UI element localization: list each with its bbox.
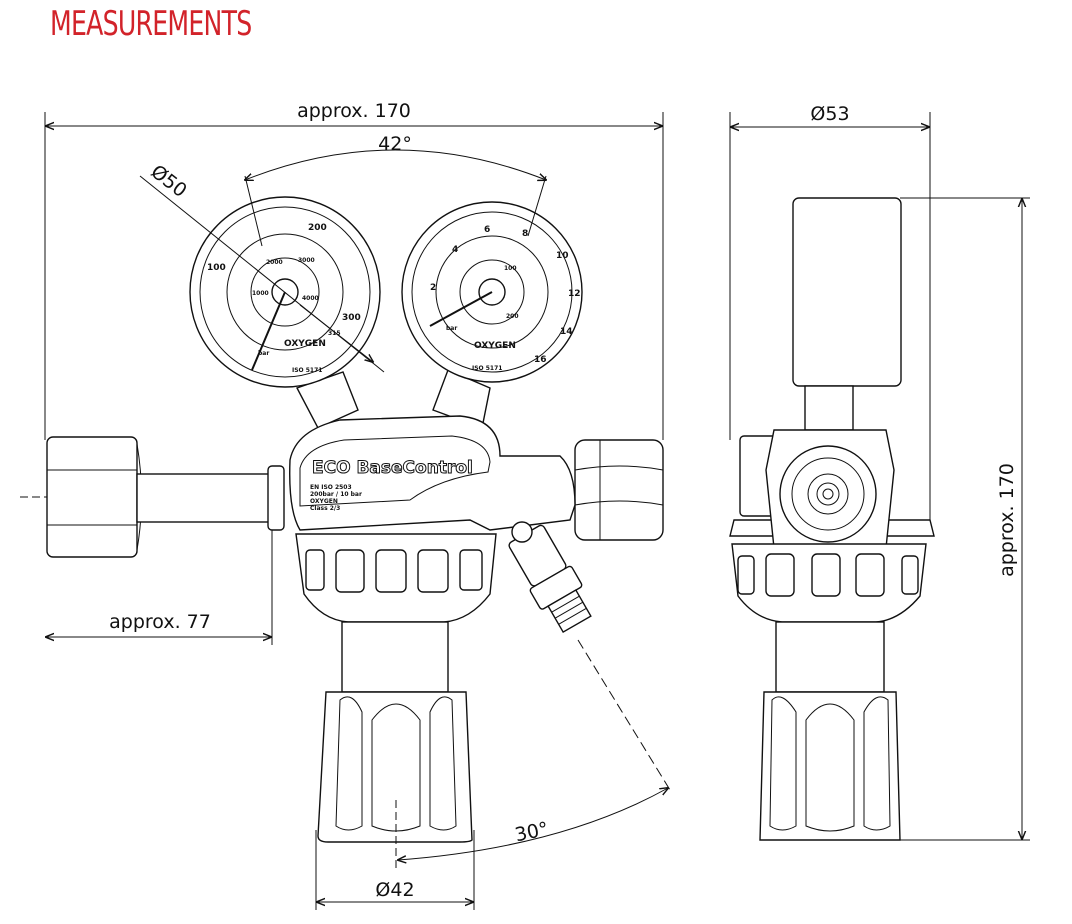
dim-knob-diameter: Ø42 <box>375 879 414 901</box>
right-gauge-inner-100: 100 <box>504 265 517 272</box>
inlet-collar <box>267 465 285 531</box>
right-gauge-tick-14: 14 <box>560 327 573 337</box>
body-class-label: Class 2/3 <box>310 505 340 512</box>
front-view: ECO BaseControl EN ISO 2503 200bar / 10 … <box>20 196 664 870</box>
right-gauge-unit: bar <box>446 325 457 332</box>
right-gauge-tick-4: 4 <box>452 245 458 255</box>
right-gauge-tick-16: 16 <box>534 355 547 365</box>
left-gauge-inner-2000: 2000 <box>266 259 283 266</box>
brand-label: ECO BaseControl <box>312 458 473 478</box>
dim-gauge-angle: 42° <box>378 133 412 155</box>
left-gauge-note: 315 <box>328 330 341 337</box>
left-gauge-inner-4000: 4000 <box>302 295 319 302</box>
body-gas-label: OXYGEN <box>310 498 338 505</box>
right-gauge-tick-2: 2 <box>430 283 436 293</box>
dim-outlet-angle: 30° <box>513 818 551 847</box>
right-gauge-tick-8: 8 <box>522 229 528 239</box>
right-handwheel <box>574 439 664 541</box>
dim-side-diameter: Ø53 <box>810 103 849 125</box>
right-gauge: 2 4 6 8 10 12 14 16 100 200 bar OXYGEN I… <box>401 201 583 383</box>
left-gauge-inner-1000: 1000 <box>252 290 269 297</box>
right-gauge-inner-200: 200 <box>506 313 519 320</box>
adjusting-knob <box>317 691 473 870</box>
page-title: MEASUREMENTS <box>50 4 252 44</box>
left-gauge-unit: bar <box>258 350 269 357</box>
right-gauge-tick-6: 6 <box>484 225 490 235</box>
dim-overall-width: approx. 170 <box>297 100 411 122</box>
body-standard-label: EN ISO 2503 <box>310 484 352 491</box>
side-lower-neck <box>775 621 885 693</box>
left-gauge-tick-100: 100 <box>207 263 226 273</box>
side-gauge-housing <box>792 197 902 387</box>
inlet-nut <box>20 436 142 558</box>
side-gauge-neck <box>804 385 854 431</box>
outlet-check-valve <box>511 521 533 543</box>
side-view <box>729 197 935 841</box>
inlet-stem <box>136 473 273 523</box>
right-gauge-tick-10: 10 <box>556 251 569 261</box>
right-gauge-gas: OXYGEN <box>474 341 516 351</box>
left-gauge-tick-200: 200 <box>308 223 327 233</box>
lower-cap <box>295 533 497 623</box>
dim-inlet-length: approx. 77 <box>109 611 211 633</box>
dim-gauge-diameter: Ø50 <box>147 161 191 202</box>
left-gauge-gas: OXYGEN <box>284 339 326 349</box>
body-rating-label: 200bar / 10 bar <box>310 491 362 498</box>
side-adjusting-knob <box>759 691 901 841</box>
right-gauge-tick-12: 12 <box>568 289 581 299</box>
right-gauge-standard: ISO 5171 <box>472 365 502 372</box>
dim-height: approx. 170 <box>996 463 1018 577</box>
left-gauge-inner-3000: 3000 <box>298 257 315 264</box>
left-gauge-tick-300: 300 <box>342 313 361 323</box>
dimension-lines <box>44 112 1030 910</box>
left-gauge-standard: ISO 5171 <box>292 367 322 374</box>
lower-neck <box>341 621 449 693</box>
side-lower-cap <box>731 543 927 623</box>
regulator-body <box>289 415 576 531</box>
